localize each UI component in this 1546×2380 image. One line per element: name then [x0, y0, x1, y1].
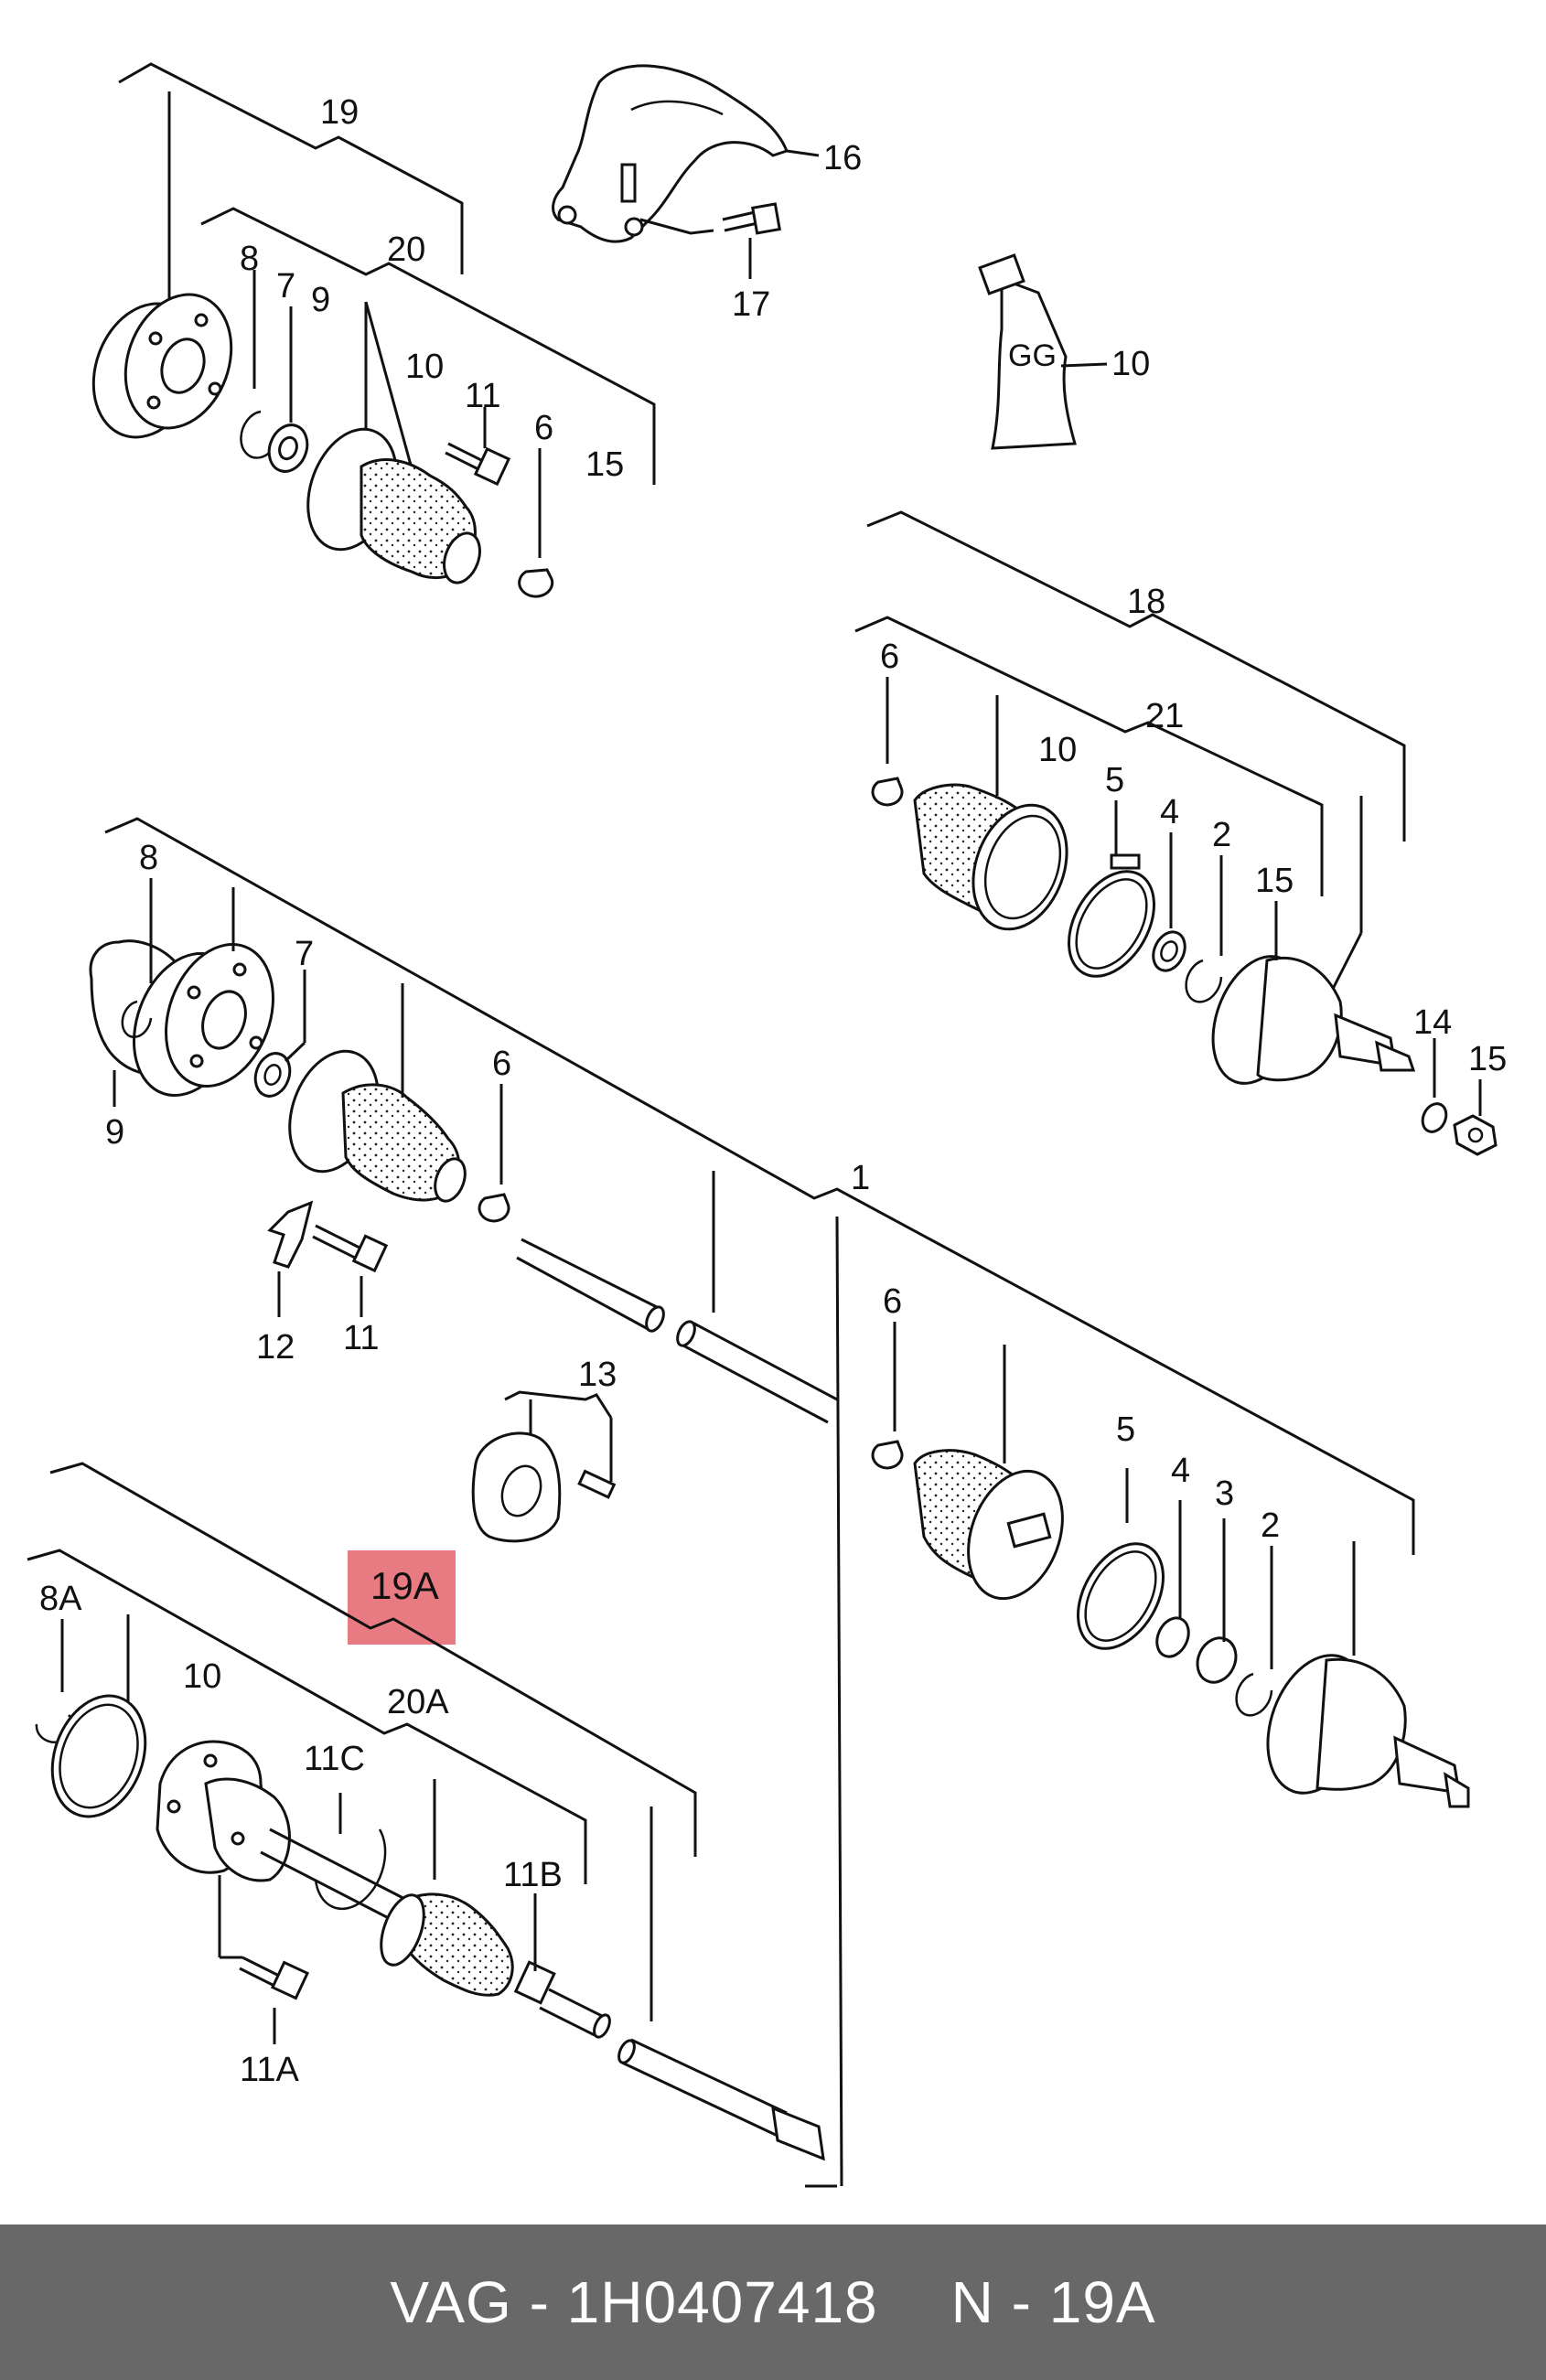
- grease-tube-label: GG: [1008, 338, 1057, 373]
- callout-1: 1: [851, 1159, 870, 1197]
- outer-joint-low: [1266, 1654, 1470, 1808]
- shim-13: [471, 1390, 617, 1543]
- bolt-11a: [218, 1875, 310, 2044]
- footer-brand: VAG: [390, 2269, 512, 2335]
- callout-20-top: 20: [387, 230, 425, 269]
- circlip-2-right: [1185, 959, 1223, 1003]
- heat-shield-16: [552, 64, 820, 243]
- washer-4-low: [1155, 1616, 1190, 1658]
- middle-group: [89, 817, 1470, 2188]
- callout-20a: 20A: [387, 1683, 449, 1721]
- grease-tube-10: GG: [978, 253, 1108, 450]
- callout-6-right: 6: [880, 638, 899, 676]
- callout-6-top: 6: [534, 409, 553, 447]
- callout-9-top: 9: [311, 281, 330, 319]
- callout-11a: 11A: [240, 2051, 299, 2089]
- callout-11b: 11B: [503, 1856, 563, 1894]
- clamp-6-mid: [478, 1193, 510, 1223]
- boot-10-right: [913, 783, 1068, 931]
- clamp-6-low: [871, 1440, 904, 1470]
- callout-9-mid: 9: [105, 1113, 124, 1152]
- washer-14: [1421, 1102, 1448, 1133]
- callout-14: 14: [1413, 1003, 1452, 1042]
- highlight-19a: [348, 1550, 456, 1645]
- boot-low-right: [913, 1449, 1064, 1601]
- washer-4-right: [1152, 930, 1186, 972]
- right-group: [854, 510, 1498, 1156]
- callout-5-low: 5: [1116, 1410, 1135, 1449]
- callout-labels: 19 20 16 17 10 8 7 9 10 11 6 15 18 21 6 …: [39, 93, 1507, 2089]
- boot-10-top: [306, 427, 481, 584]
- oring-10-low: [50, 1694, 147, 1818]
- top-left-group: [91, 62, 656, 598]
- part-number-footer: VAG - 1H0407418 N - 19A: [0, 2225, 1546, 2380]
- footer-part-number: 1H0407418: [566, 2269, 878, 2335]
- callout-21: 21: [1145, 697, 1184, 735]
- callout-6-low: 6: [883, 1282, 902, 1321]
- clamp-6-top: [518, 568, 554, 598]
- callout-8-mid: 8: [139, 839, 158, 877]
- callout-15-right: 15: [1255, 862, 1294, 900]
- callout-12: 12: [256, 1328, 295, 1367]
- plate-12: [267, 1200, 314, 1269]
- callout-3-low: 3: [1215, 1474, 1234, 1513]
- circlip-8-mid: [121, 1000, 153, 1038]
- drive-shaft-low: [260, 1828, 825, 2161]
- callout-2-right: 2: [1212, 816, 1231, 854]
- boot-mid-left: [288, 1049, 467, 1203]
- bolt-17: [639, 202, 781, 279]
- callout-7-mid: 7: [295, 935, 314, 973]
- nut-15: [1453, 1114, 1498, 1156]
- clamp-6-right: [871, 777, 904, 807]
- drive-shaft-mid: [516, 1171, 838, 1424]
- clamp-5-right: [1068, 870, 1155, 978]
- callout-6-mid: 6: [492, 1045, 511, 1083]
- callout-15-top: 15: [585, 445, 624, 484]
- flange-hub-top: [91, 293, 233, 439]
- callout-16: 16: [823, 139, 862, 177]
- bolt-11-top: [445, 407, 511, 487]
- clamp-5-low: [1077, 1542, 1165, 1650]
- footer-position: 19A: [1048, 2269, 1156, 2335]
- exploded-parts-diagram: GG: [27, 62, 1507, 2188]
- spacer-3-low: [1196, 1636, 1238, 1684]
- flange-mid: [133, 943, 274, 1097]
- outer-joint-15-right: [1211, 955, 1416, 1085]
- callout-4-right: 4: [1160, 793, 1179, 831]
- callout-17: 17: [732, 285, 770, 324]
- callout-2-low: 2: [1261, 1506, 1280, 1545]
- inner-joint-low: [156, 1740, 291, 1882]
- callout-7-top: 7: [276, 267, 295, 306]
- callout-11-top: 11: [465, 377, 500, 415]
- circlip-2-low: [1235, 1672, 1273, 1717]
- footer-separator-1: -: [511, 2269, 567, 2335]
- callout-18: 18: [1127, 583, 1165, 621]
- bolt-11-mid: [315, 1224, 362, 1250]
- callout-10-low: 10: [183, 1657, 221, 1696]
- callout-10-right: 10: [1038, 731, 1077, 769]
- lower-group: [27, 1462, 825, 2161]
- callout-10-top: 10: [405, 348, 444, 386]
- washer-7-mid: [253, 1052, 292, 1098]
- callout-15-nut: 15: [1468, 1040, 1507, 1078]
- callout-8-top: 8: [240, 240, 259, 278]
- callout-19a: 19A: [370, 1564, 439, 1607]
- callout-19-top: 19: [320, 93, 359, 132]
- footer-position-prefix: N: [950, 2269, 994, 2335]
- callout-10-tube: 10: [1111, 345, 1150, 383]
- callout-11c: 11C: [304, 1740, 365, 1778]
- footer-separator-2: -: [993, 2269, 1049, 2335]
- callout-4-low: 4: [1171, 1452, 1190, 1490]
- callout-5-right: 5: [1105, 761, 1124, 799]
- circlip-11c: [314, 1828, 387, 1911]
- callout-8a: 8A: [39, 1580, 82, 1618]
- callout-11-mid: 11: [343, 1319, 379, 1357]
- callout-13: 13: [578, 1356, 617, 1394]
